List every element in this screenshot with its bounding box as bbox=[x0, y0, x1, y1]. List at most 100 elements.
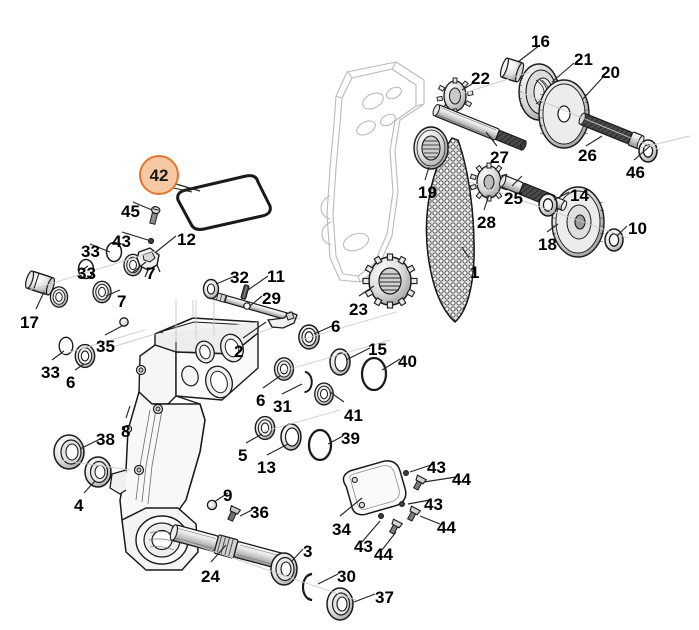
callout-label-8: 8 bbox=[121, 422, 131, 441]
bearing-41 bbox=[314, 382, 334, 406]
callout-label-18: 18 bbox=[538, 235, 557, 254]
callout-label-11: 11 bbox=[267, 267, 285, 286]
seal-38 bbox=[53, 434, 85, 470]
gear-22 bbox=[436, 77, 474, 115]
callout-label-6: 6 bbox=[66, 373, 76, 392]
callout-label-6: 6 bbox=[331, 317, 341, 336]
callout-label-16: 16 bbox=[531, 32, 550, 51]
highlight-circle-42[interactable] bbox=[139, 155, 179, 195]
callout-label-29: 29 bbox=[262, 289, 281, 308]
washer-43c bbox=[378, 513, 384, 519]
callout-label-14: 14 bbox=[570, 186, 589, 205]
callout-label-6: 6 bbox=[256, 391, 266, 410]
shaft-26 bbox=[578, 112, 645, 150]
callout-label-13: 13 bbox=[257, 458, 276, 477]
callout-label-5: 5 bbox=[238, 446, 248, 465]
bushing-32 bbox=[202, 278, 220, 300]
callout-label-9: 9 bbox=[223, 486, 233, 505]
callout-label-4: 4 bbox=[74, 496, 84, 515]
callout-label-22: 22 bbox=[471, 69, 490, 88]
screw-44c bbox=[388, 518, 404, 535]
callout-label-1: 1 bbox=[470, 263, 480, 282]
snapring-30 bbox=[301, 572, 313, 602]
callout-label-15: 15 bbox=[368, 340, 387, 359]
callout-label-27: 27 bbox=[490, 148, 509, 167]
callout-label-21: 21 bbox=[574, 50, 593, 69]
callout-label-36: 36 bbox=[250, 503, 269, 522]
highlight-label-42: 42 bbox=[149, 166, 169, 185]
seal-4 bbox=[84, 456, 112, 488]
callout-label-33: 33 bbox=[81, 242, 100, 261]
callout-label-44: 44 bbox=[374, 545, 393, 564]
callout-label-17: 17 bbox=[20, 313, 39, 332]
callout-label-43: 43 bbox=[354, 537, 373, 556]
callout-label-2: 2 bbox=[234, 342, 244, 361]
callout-label-41: 41 bbox=[344, 406, 363, 425]
leader-lines bbox=[35, 44, 651, 603]
callout-label-44: 44 bbox=[452, 470, 471, 489]
callout-label-28: 28 bbox=[477, 213, 496, 232]
callout-label-24: 24 bbox=[201, 567, 220, 586]
callout-label-32: 32 bbox=[230, 268, 249, 287]
sprocket-19 bbox=[413, 126, 449, 170]
callout-label-37: 37 bbox=[375, 588, 394, 607]
screw-44a bbox=[412, 474, 428, 491]
callout-label-40: 40 bbox=[398, 352, 417, 371]
callout-label-44: 44 bbox=[437, 518, 456, 537]
screw-36 bbox=[227, 505, 242, 522]
screw-44b bbox=[406, 505, 422, 522]
shaft-27 bbox=[432, 103, 527, 151]
ghost-housing-outline bbox=[320, 61, 425, 283]
callout-label-34: 34 bbox=[332, 520, 351, 539]
callout-label-43: 43 bbox=[427, 458, 446, 477]
assembly-centrelines bbox=[29, 71, 691, 601]
callout-label-26: 26 bbox=[578, 146, 597, 165]
roll-pin-11 bbox=[240, 284, 250, 300]
washer-43b bbox=[399, 501, 405, 507]
callout-label-12: 12 bbox=[177, 230, 196, 249]
callout-label-33: 33 bbox=[77, 264, 96, 283]
callout-label-20: 20 bbox=[601, 63, 620, 82]
callout-label-43: 43 bbox=[424, 495, 443, 514]
gear-20 bbox=[538, 79, 590, 149]
sprocket-23 bbox=[362, 253, 418, 309]
callout-label-3: 3 bbox=[303, 542, 313, 561]
callout-label-30: 30 bbox=[337, 567, 356, 586]
ball-9 bbox=[206, 499, 218, 511]
callout-label-39: 39 bbox=[341, 429, 360, 448]
drive-chain-1 bbox=[425, 137, 475, 323]
oring-39 bbox=[307, 428, 333, 462]
gasket-42 bbox=[176, 174, 272, 231]
callout-label-7: 7 bbox=[146, 264, 156, 283]
callout-label-35: 35 bbox=[96, 337, 115, 356]
callout-label-7: 7 bbox=[117, 292, 127, 311]
callout-label-23: 23 bbox=[349, 300, 368, 319]
bearing-3 bbox=[270, 552, 298, 586]
callout-label-25: 25 bbox=[504, 189, 523, 208]
callout-label-45: 45 bbox=[121, 202, 140, 221]
cover-plate-34 bbox=[342, 460, 407, 516]
screw-43a bbox=[147, 237, 155, 245]
callout-label-38: 38 bbox=[96, 430, 115, 449]
callout-label-31: 31 bbox=[273, 397, 292, 416]
gearbox-housing-8 bbox=[95, 300, 301, 571]
washer-14 bbox=[538, 193, 558, 217]
oring-40 bbox=[360, 356, 388, 392]
screw-45 bbox=[149, 206, 161, 225]
callout-label-19: 19 bbox=[418, 183, 437, 202]
washer-17b bbox=[49, 286, 69, 308]
ball-29 bbox=[243, 302, 251, 310]
callout-label-46: 46 bbox=[626, 163, 645, 182]
ball-35 bbox=[119, 317, 129, 327]
callout-label-43: 43 bbox=[112, 232, 131, 251]
bearing-7b bbox=[92, 280, 112, 304]
washer-46 bbox=[638, 139, 658, 163]
seal-37 bbox=[326, 587, 354, 621]
snapring-31 bbox=[304, 371, 313, 393]
callout-label-33: 33 bbox=[41, 363, 60, 382]
leader-42 bbox=[175, 183, 201, 192]
washer-43a bbox=[403, 470, 409, 476]
plug-17 bbox=[24, 270, 56, 296]
